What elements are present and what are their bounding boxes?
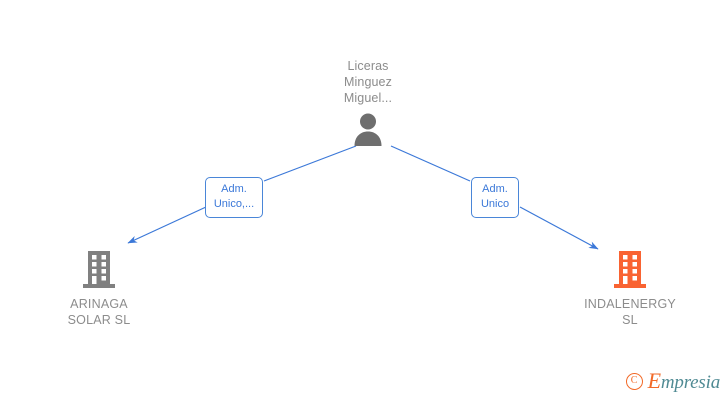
company-node-arinaga-solar-sl[interactable]: ARINAGA SOLAR SL (24, 250, 174, 328)
company-name-label: ARINAGA SOLAR SL (67, 297, 131, 327)
building-icon (83, 251, 115, 288)
edge-role-label-left[interactable]: Adm. Unico,... (205, 177, 263, 218)
edge-role-label-right[interactable]: Adm. Unico (471, 177, 519, 218)
edge-line-left-label-to-arinaga (127, 206, 207, 244)
building-icon (614, 251, 646, 288)
empresia-logo-rest: mpresia (660, 372, 720, 393)
edge-line-right-label-to-indalenergy (519, 206, 599, 250)
person-name-label: Liceras Minguez Miguel... (343, 59, 393, 105)
company-name-label: INDALENERGY SL (584, 297, 676, 327)
edge-line-person-to-right-label (390, 145, 471, 182)
empresia-logo-initial: E (647, 368, 661, 393)
empresia-watermark: C Empresia (625, 368, 721, 394)
copyright-icon: C (625, 372, 643, 390)
person-icon (354, 113, 382, 146)
person-node[interactable]: Liceras Minguez Miguel... (303, 58, 433, 146)
company-node-indalenergy-sl[interactable]: INDALENERGY SL (555, 250, 705, 328)
empresia-logo-text: Empresia (647, 368, 721, 394)
edge-line-person-to-left-label (263, 145, 357, 182)
